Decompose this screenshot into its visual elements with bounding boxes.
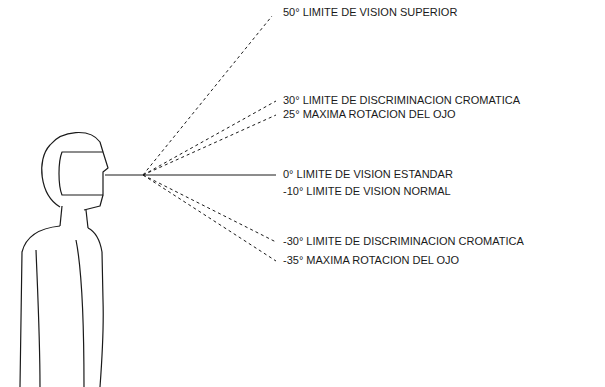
arm-back [36,250,40,387]
chromatic-upper-line [143,101,276,175]
face-visor [59,152,108,195]
neck-back [60,206,62,226]
angle-label: 50° LIMITE DE VISION SUPERIOR [283,6,457,19]
angle-label: 30° LIMITE DE DISCRIMINACION CROMATICA [283,94,520,107]
angle-label: 25° MAXIMA ROTACION DEL OJO [283,108,456,121]
angle-label: -35° MAXIMA ROTACION DEL OJO [283,254,459,267]
angle-label: 0° LIMITE DE VISION ESTANDAR [283,168,453,181]
chromatic-lower-line [143,175,276,242]
front-outline [88,228,103,387]
neck-front [86,210,88,228]
back-outline [20,226,60,387]
angle-label: -10° LIMITE DE VISION NORMAL [283,185,451,198]
arm-front [76,240,84,387]
upper-limit-line [143,16,272,175]
standard-sight-line [105,175,276,176]
rotation-lower-line [143,175,276,261]
rotation-upper-line [143,115,276,175]
angle-label: -30° LIMITE DE DISCRIMINACION CROMATICA [283,235,524,248]
head-outline [42,133,103,207]
chin [84,195,103,210]
